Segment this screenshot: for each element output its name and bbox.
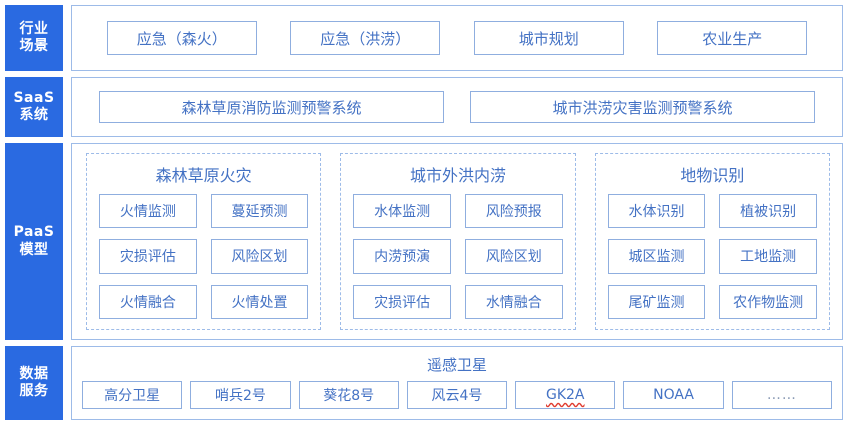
model-risk-forecast[interactable]: 风险预报 [464,194,563,229]
scene-panel: 应急（森火） 应急（洪涝） 城市规划 农业生产 [71,5,843,71]
layer-label-saas: SaaS 系统 [5,77,63,137]
scene-item-urban-planning[interactable]: 城市规划 [473,21,624,55]
paas-group-grid-forest-grassland-fire: 火情监测 蔓延预测 灾损评估 风险区划 火情融合 火情处置 [99,194,309,319]
model-construction-site-monitoring[interactable]: 工地监测 [719,239,817,274]
satellite-item-sentinel-2[interactable]: 哨兵2号 [190,381,291,409]
model-spread-prediction[interactable]: 蔓延预测 [210,194,309,229]
paas-panel: 森林草原火灾 火情监测 蔓延预测 灾损评估 风险区划 火情融合 火情处置 城市外… [71,143,843,340]
satellite-item-gk2a[interactable]: GK2A [515,381,616,409]
data-section-title-remote-sensing-satellite: 遥感卫星 [426,356,487,374]
satellite-item-gaofen[interactable]: 高分卫星 [82,381,183,409]
paas-group-feature-recognition: 地物识别 水体识别 植被识别 城区监测 工地监测 尾矿监测 农作物监测 [594,153,830,330]
saas-items-container: 森林草原消防监测预警系统 城市洪涝灾害监测预警系统 [72,78,842,136]
layer-label-data-line1: 数据 [19,365,49,382]
paas-group-grid-feature-recognition: 水体识别 植被识别 城区监测 工地监测 尾矿监测 农作物监测 [607,194,817,319]
data-items-container: 遥感卫星 高分卫星 哨兵2号 葵花8号 风云4号 GK2A NOAA …… [72,347,842,419]
saas-panel: 森林草原消防监测预警系统 城市洪涝灾害监测预警系统 [71,77,843,137]
paas-group-grid-urban-flood-waterlogging: 水体监测 风险预报 内涝预演 风险区划 灾损评估 水情融合 [353,194,563,319]
paas-group-urban-flood-waterlogging: 城市外洪内涝 水体监测 风险预报 内涝预演 风险区划 灾损评估 水情融合 [340,153,576,330]
model-water-condition-fusion[interactable]: 水情融合 [464,284,563,319]
layer-row-scene: 行业 场景 应急（森火） 应急（洪涝） 城市规划 农业生产 [0,5,848,71]
layer-label-paas-line1: PaaS [13,224,55,240]
satellite-label-fengyun-4: 风云4号 [431,388,483,404]
model-damage-assessment-flood[interactable]: 灾损评估 [353,284,451,319]
saas-item-urban-flood-system[interactable]: 城市洪涝灾害监测预警系统 [470,91,815,123]
scene-item-emergency-forestfire[interactable]: 应急（森火） [106,21,257,55]
satellite-label-sentinel-2: 哨兵2号 [214,388,266,404]
paas-group-title-forest-grassland-fire: 森林草原火灾 [155,166,252,185]
model-fire-monitoring[interactable]: 火情监测 [99,194,197,229]
model-risk-zoning-flood[interactable]: 风险区划 [464,239,563,274]
model-risk-zoning-fire[interactable]: 风险区划 [210,239,309,274]
satellite-label-more: …… [766,387,797,403]
paas-groups-container: 森林草原火灾 火情监测 蔓延预测 灾损评估 风险区划 火情融合 火情处置 城市外… [72,144,842,339]
scene-item-emergency-flood[interactable]: 应急（洪涝） [290,21,441,55]
layer-row-saas: SaaS 系统 森林草原消防监测预警系统 城市洪涝灾害监测预警系统 [0,77,848,137]
satellite-label-noaa: NOAA [653,387,694,403]
layer-row-paas: PaaS 模型 森林草原火灾 火情监测 蔓延预测 灾损评估 风险区划 火情融合 … [0,143,848,340]
model-tailings-monitoring[interactable]: 尾矿监测 [607,284,706,319]
layer-label-scene-line2: 场景 [19,38,49,54]
layer-row-data: 数据 服务 遥感卫星 高分卫星 哨兵2号 葵花8号 风云4号 GK2A NOAA… [0,346,848,420]
satellite-label-himawari-8: 葵花8号 [323,388,375,404]
layer-label-saas-line2: 系统 [19,107,49,123]
layer-label-data-line2: 服务 [19,383,49,399]
scene-item-agriculture[interactable]: 农业生产 [657,21,808,55]
satellite-item-fengyun-4[interactable]: 风云4号 [406,381,508,409]
layer-label-scene: 行业 场景 [5,5,63,71]
layer-label-paas-line2: 模型 [19,241,49,258]
model-crop-monitoring[interactable]: 农作物监测 [719,284,817,319]
model-waterlogging-simulation[interactable]: 内涝预演 [353,239,451,274]
saas-item-forest-fire-system[interactable]: 森林草原消防监测预警系统 [99,91,444,123]
model-urban-area-monitoring[interactable]: 城区监测 [607,239,706,274]
model-fire-disposal[interactable]: 火情处置 [210,284,309,319]
satellite-label-gaofen: 高分卫星 [104,388,161,404]
satellite-list: 高分卫星 哨兵2号 葵花8号 风云4号 GK2A NOAA …… [80,381,834,411]
layer-label-data: 数据 服务 [5,346,63,420]
satellite-item-more[interactable]: …… [731,381,832,409]
model-water-body-monitoring[interactable]: 水体监测 [353,194,451,229]
paas-group-title-urban-flood-waterlogging: 城市外洪内涝 [409,166,506,185]
model-damage-assessment-fire[interactable]: 灾损评估 [99,239,197,274]
satellite-item-noaa[interactable]: NOAA [623,381,724,409]
paas-group-title-feature-recognition: 地物识别 [680,166,745,185]
satellite-item-himawari-8[interactable]: 葵花8号 [298,381,399,409]
layer-label-scene-line1: 行业 [19,20,49,37]
layer-label-paas: PaaS 模型 [5,143,63,340]
satellite-label-gk2a: GK2A [546,387,585,403]
layer-label-saas-line1: SaaS [13,89,55,106]
data-panel: 遥感卫星 高分卫星 哨兵2号 葵花8号 风云4号 GK2A NOAA …… [71,346,843,420]
model-vegetation-recognition[interactable]: 植被识别 [719,194,817,229]
model-fire-fusion[interactable]: 火情融合 [99,284,197,319]
paas-group-forest-grassland-fire: 森林草原火灾 火情监测 蔓延预测 灾损评估 风险区划 火情融合 火情处置 [86,153,322,330]
scene-items-container: 应急（森火） 应急（洪涝） 城市规划 农业生产 [72,6,842,70]
model-water-body-recognition[interactable]: 水体识别 [607,194,706,229]
